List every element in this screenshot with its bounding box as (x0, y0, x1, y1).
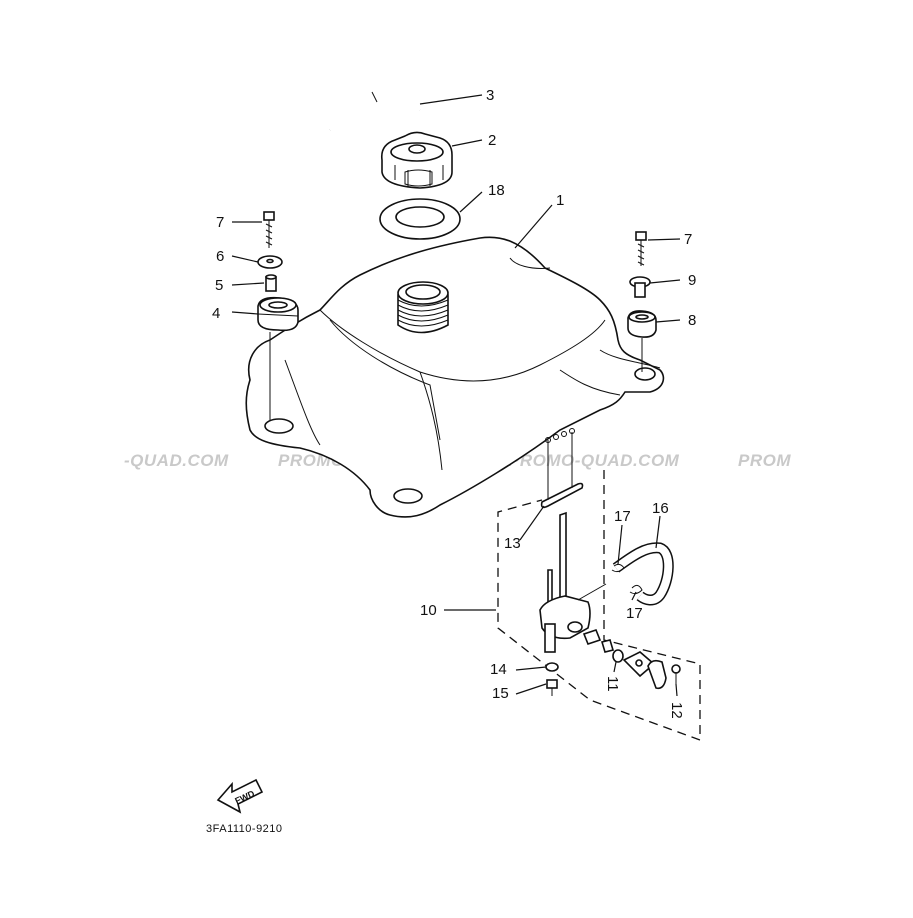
fuel-hose (612, 542, 674, 606)
part-label-7-right: 7 (684, 231, 692, 248)
hose-clip-lower (629, 584, 643, 595)
part-label-18: 18 (488, 182, 505, 199)
part-label-10: 10 (420, 602, 437, 619)
part-label-6: 6 (216, 248, 224, 265)
part-label-8: 8 (688, 312, 696, 329)
part-label-1: 1 (556, 192, 564, 209)
fuel-cock (539, 511, 607, 653)
tap-screen-parts (582, 629, 681, 690)
part-label-15: 15 (492, 685, 509, 702)
part-number-labels: 1 2 3 4 5 6 7 7 8 9 10 11 12 13 14 15 16… (212, 87, 696, 719)
part-label-4: 4 (212, 305, 220, 322)
watermark: PROMO-QUAD.COM (508, 451, 680, 470)
part-label-5: 5 (215, 277, 223, 294)
right-mount-damper (627, 310, 657, 338)
watermark: PROM (738, 451, 791, 470)
watermark: -QUAD.COM (124, 451, 229, 470)
part-label-17-upper: 17 (614, 508, 631, 525)
forward-arrow: FWD (216, 778, 264, 814)
part-label-17-lower: 17 (626, 605, 643, 622)
left-mount-bolt (263, 211, 275, 248)
fuel-cap (380, 131, 453, 189)
cap-gasket (379, 198, 461, 240)
right-mount-collar (629, 276, 651, 298)
part-label-13: 13 (504, 535, 521, 552)
left-mount-collar (265, 274, 277, 292)
part-label-16: 16 (652, 500, 669, 517)
left-mount-washer (257, 255, 283, 269)
drain-screw (546, 679, 558, 696)
part-label-9: 9 (688, 272, 696, 289)
part-label-12: 12 (668, 702, 685, 719)
hose-clip-upper (611, 563, 625, 573)
part-label-14: 14 (490, 661, 507, 678)
leader-lines (231, 94, 681, 697)
drawing-code: 3FA1110-9210 (206, 823, 283, 835)
left-mount-damper (257, 296, 299, 332)
tap-gasket (540, 432, 584, 509)
part-label-3: 3 (486, 87, 494, 104)
fuel-cock-assembly-outline (497, 470, 701, 741)
drain-washer (545, 662, 559, 672)
part-label-7-left: 7 (216, 214, 224, 231)
vent-hose (328, 90, 422, 132)
part-label-2: 2 (488, 132, 496, 149)
right-mount-bolt (635, 231, 647, 266)
part-label-11: 11 (604, 676, 621, 692)
fuel-tank (245, 236, 665, 518)
